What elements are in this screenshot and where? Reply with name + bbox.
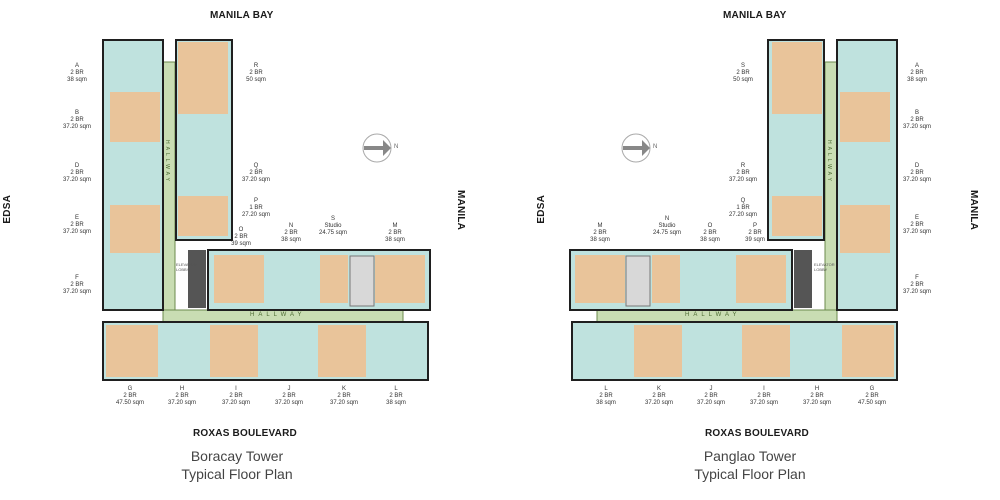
elevator-label: ELEVATOR LOBBY	[814, 262, 835, 272]
unit-p-area	[178, 196, 228, 236]
caption-tower-name: Boracay Tower	[190, 448, 284, 464]
unit-p-area	[736, 255, 786, 303]
compass-letter: N	[653, 144, 658, 150]
east-label: MANILA	[455, 190, 466, 231]
plan-caption: Boracay Tower Typical Floor Plan	[112, 447, 362, 483]
north-label: MANILA BAY	[723, 10, 787, 21]
hallway-label-v: HALLWAY	[826, 140, 832, 184]
panglao-building-drawing	[569, 39, 898, 381]
stair-core	[349, 255, 375, 307]
stair-core	[625, 255, 651, 307]
panglao-floor-plan: MANILA BAY EDSA MANILA ROXAS BOULEVARD N…	[500, 0, 1000, 500]
unit-e-area	[110, 205, 160, 253]
east-wing	[837, 40, 897, 310]
caption-plan-type: Typical Floor Plan	[694, 466, 806, 482]
east-wing-wall	[175, 39, 233, 241]
caption-tower-name: Panglao Tower	[703, 448, 797, 464]
hallway-label-v: HALLWAY	[164, 140, 170, 184]
vertical-hallway	[824, 61, 838, 313]
unit-m-area	[575, 255, 625, 303]
compass-icon	[362, 133, 392, 163]
east-wing-wall	[836, 39, 898, 311]
unit-b-area	[110, 92, 160, 142]
unit-i-area	[742, 325, 790, 377]
east-label: MANILA	[968, 190, 979, 231]
north-label: MANILA BAY	[210, 10, 274, 21]
plan-caption: Panglao Tower Typical Floor Plan	[625, 447, 875, 483]
unit-g-area	[106, 325, 158, 377]
unit-o-area	[214, 255, 264, 303]
south-label: ROXAS BOULEVARD	[193, 428, 297, 439]
unit-s-area	[320, 255, 348, 303]
unit-q-area	[772, 196, 822, 236]
unit-g-area	[842, 325, 894, 377]
unit-s-area	[772, 42, 822, 114]
unit-i-area	[210, 325, 258, 377]
elevator-core	[794, 250, 812, 308]
west-wing-wall	[767, 39, 825, 241]
compass-letter: N	[394, 144, 399, 150]
unit-k-area	[318, 325, 366, 377]
caption-plan-type: Typical Floor Plan	[181, 466, 293, 482]
unit-e-area	[840, 205, 890, 253]
vertical-hallway	[162, 61, 176, 313]
unit-r-area	[178, 42, 228, 114]
unit-b-area	[840, 92, 890, 142]
hallway-label-h: HALLWAY	[685, 312, 741, 318]
south-row-wall	[102, 321, 429, 381]
west-wing-wall	[102, 39, 164, 311]
east-row-wall	[207, 249, 431, 311]
compass-icon	[621, 133, 651, 163]
unit-k-area	[634, 325, 682, 377]
south-row-wall	[571, 321, 898, 381]
hallway-label-h: HALLWAY	[250, 312, 306, 318]
unit-m-area	[375, 255, 425, 303]
elevator-label: ELEVATOR LOBBY	[176, 262, 197, 272]
west-wing	[103, 40, 163, 310]
elevator-core	[188, 250, 206, 308]
boracay-building-drawing	[102, 39, 431, 381]
unit-n-area	[652, 255, 680, 303]
south-label: ROXAS BOULEVARD	[705, 428, 809, 439]
boracay-floor-plan: MANILA BAY EDSA MANILA ROXAS BOULEVARD	[2, 10, 466, 483]
west-row-wall	[569, 249, 793, 311]
